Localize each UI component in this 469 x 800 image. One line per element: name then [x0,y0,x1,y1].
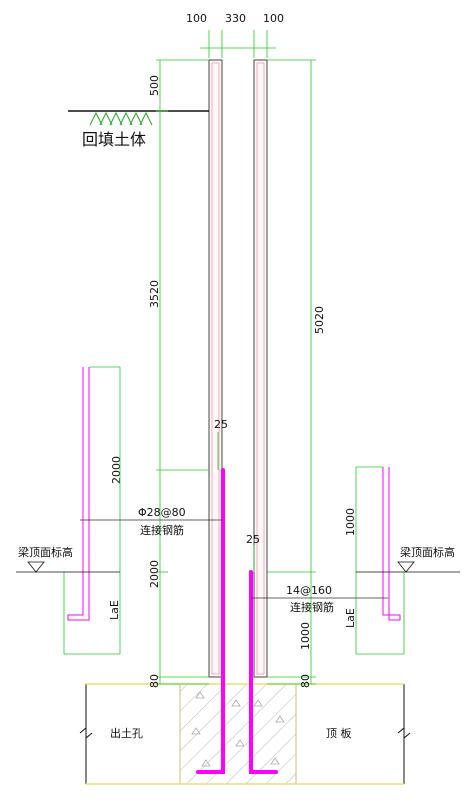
connection-rebars [196,468,278,774]
right-dim-5020: 5020 [313,306,326,334]
right-rebar-spec: 14@160 [286,584,332,597]
top-dimension-lines [200,30,276,58]
left-wall-inner [211,62,220,675]
right-beam-outline [382,467,401,621]
left-rebar-spec: Φ28@80 [138,506,186,519]
right-level-marker [397,561,415,573]
left-rebar-name: 连接钢筋 [140,523,184,537]
right-dim-1000a: 1000 [344,508,357,536]
right-beam-bracket [355,466,460,655]
left-beam-outline [67,367,90,621]
left-beam-bracket [16,366,121,655]
left-dim-2000b: 2000 [148,560,161,588]
soil-hole-label: 出土孔 [110,726,143,740]
right-offset-label: 25 [246,533,260,546]
right-wall [253,59,268,678]
top-dim-right: 100 [263,12,284,25]
top-dim-left: 100 [186,12,207,25]
break-mark-right [397,726,411,740]
left-lae-label: LaE [108,600,121,620]
left-dimension-chain [156,59,209,685]
left-dim-500: 500 [148,75,161,96]
right-lae-label: LaE [344,608,357,628]
right-wall-inner [256,62,265,675]
foundation-slab [79,683,411,785]
left-wall [208,59,223,678]
left-dim-3520: 3520 [148,280,161,308]
right-wall-body [253,59,268,678]
right-rebar [249,570,278,774]
break-mark-left [79,726,93,740]
left-rebar [196,468,225,774]
left-offset-label: 25 [214,418,228,431]
left-level-marker [27,561,45,573]
left-dim-80: 80 [148,674,161,688]
top-slab-label: 顶 板 [326,726,352,740]
backfill-label: 回填土体 [82,130,146,149]
left-beam-level-label: 梁顶面标高 [18,545,73,559]
right-dimension-chain [267,59,316,685]
hatch-marks [191,691,285,767]
top-dim-mid: 330 [225,12,246,25]
grass-marks [89,111,153,126]
right-dim-80: 80 [299,674,312,688]
right-beam-level-label: 梁顶面标高 [400,545,455,559]
left-dim-2000a: 2000 [110,456,123,484]
left-wall-body [208,59,223,678]
right-dim-1000b: 1000 [299,622,312,650]
right-rebar-name: 连接钢筋 [290,600,334,614]
